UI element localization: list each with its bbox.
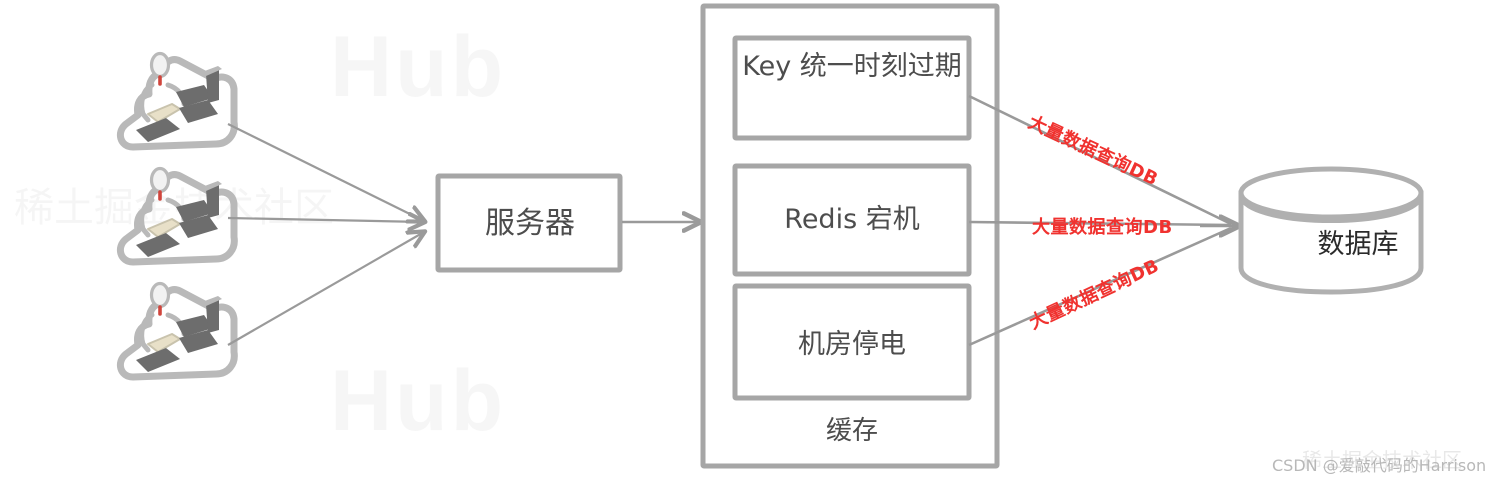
failure-label-key-expiry: Key 统一时刻过期 <box>742 51 962 82</box>
database-cylinder <box>1238 166 1424 295</box>
line-power-outage-db <box>968 226 1232 347</box>
line-key-expiry-db <box>968 94 1232 226</box>
user-workstation-icon <box>116 51 238 151</box>
failure-box-redis-down <box>732 163 972 277</box>
database-label: 数据库 <box>1317 229 1399 260</box>
line-redis-down-db <box>968 220 1232 227</box>
client-icon-group <box>116 51 238 381</box>
user-workstation-icon <box>116 281 238 381</box>
server-box <box>435 173 623 273</box>
juejin-watermark: 稀土掘金技术社区 <box>1302 448 1462 472</box>
arrow-client3-server <box>227 232 424 346</box>
failure-label-redis-down: Redis 宕机 <box>784 204 920 235</box>
client-to-server-arrows <box>227 123 424 346</box>
cache-label: 缓存 <box>825 416 878 446</box>
edge-label-query-db-2: 大量数据查询DB <box>1032 217 1173 238</box>
csdn-watermark: CSDN @爱敲代码的Harrison <box>1272 456 1487 475</box>
failure-label-power-outage: 机房停电 <box>798 329 906 360</box>
arrow-client2-server <box>227 218 424 222</box>
cache-to-db-lines <box>968 94 1232 347</box>
user-workstation-icon <box>116 166 238 266</box>
failure-box-key-expiry <box>732 35 972 141</box>
failure-box-power-outage <box>732 283 972 401</box>
arrow-client1-server <box>227 123 424 221</box>
server-label: 服务器 <box>485 206 575 241</box>
